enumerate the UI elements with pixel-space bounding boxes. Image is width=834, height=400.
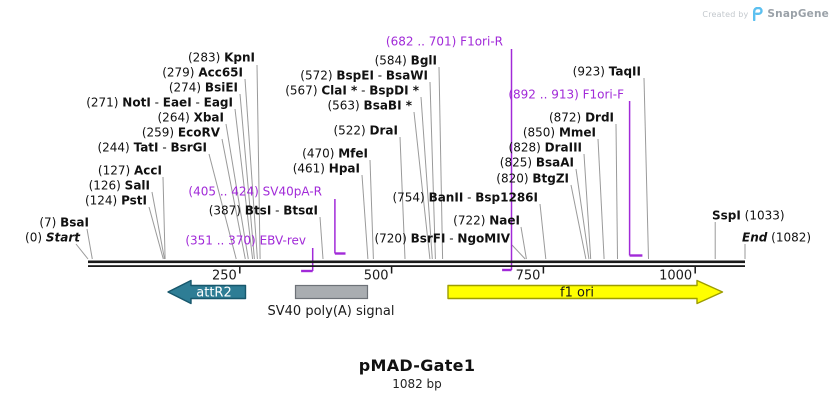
leader-line-bsabi	[413, 111, 431, 260]
site-label-sspi: SspI (1033)	[712, 209, 785, 223]
leader-line-acci	[162, 176, 166, 260]
leader-line-ecorv	[221, 138, 246, 260]
leader-line-btsi-btsai	[319, 216, 324, 260]
site-label-drdi: (872) DrdI	[549, 111, 614, 125]
ruler-number-250: 250	[212, 269, 237, 284]
site-label-banii-bsp1286i: (754) BanII - Bsp1286I	[392, 191, 538, 205]
leader-line-kpni	[256, 64, 261, 260]
leader-line-sali	[151, 191, 165, 260]
title-block: pMAD-Gate1 1082 bp	[0, 356, 834, 391]
site-label-mfei: (470) MfeI	[302, 147, 368, 161]
leader-line-taqii	[643, 77, 649, 260]
plasmid-name: pMAD-Gate1	[358, 356, 476, 375]
site-label-acci: (127) AccI	[98, 164, 162, 178]
site-label-drai: (522) DraI	[333, 124, 398, 138]
leader-line-mfei	[369, 159, 374, 260]
feature-label-sv40-polya-signal: SV40 poly(A) signal	[268, 304, 395, 319]
leader-line-hpai	[361, 174, 369, 260]
site-label-sv40pa-r-primer: (405 .. 424) SV40pA-R	[188, 185, 322, 199]
site-label-acc65i: (279) Acc65I	[162, 66, 243, 80]
site-label-naei: (722) NaeI	[453, 214, 520, 228]
leader-line-bgli	[438, 66, 444, 260]
leader-line-tati-bsrgi	[208, 153, 237, 260]
leader-line-btgzi	[570, 184, 587, 260]
leader-line-bsrfi-ngomiv	[511, 244, 526, 260]
leader-line-bsaai	[575, 168, 590, 260]
site-label-bsiei: (274) BsiEI	[169, 81, 238, 95]
ruler-number-1000: 1000	[659, 269, 692, 284]
feature-label-f1-ori: f1 ori	[560, 286, 594, 301]
site-label-mmei: (850) MmeI	[523, 126, 596, 140]
site-label-f1ori-r-primer: (682 .. 701) F1ori-R	[386, 35, 503, 49]
map-baseline-top	[88, 260, 745, 264]
leader-line-mmei	[597, 138, 605, 260]
site-label-taqii: (923) TaqII	[573, 65, 641, 79]
leader-line-bsiei	[239, 93, 255, 260]
site-label-bsrfi-ngomiv: (720) BsrFI - NgoMIV	[374, 232, 510, 246]
feature-shape-attr2	[167, 279, 247, 305]
site-label-draiii: (828) DraIII	[509, 141, 582, 155]
leader-line-drdi	[615, 123, 618, 260]
feature-shape-f1-ori	[447, 279, 724, 305]
site-label-psti: (124) PstI	[85, 194, 147, 208]
site-label-noti-eaei-eagi: (271) NotI - EaeI - EagI	[86, 96, 233, 110]
site-label-ebv-rev-primer: (351 .. 370) EBV-rev	[185, 234, 306, 248]
leader-line-bsai	[86, 228, 93, 260]
snapgene-brand: SnapGene	[767, 8, 829, 20]
snapgene-logo-icon	[753, 7, 764, 21]
site-label-hpai: (461) HpaI	[293, 162, 360, 176]
plasmid-length: 1082 bp	[392, 377, 442, 391]
leader-line-acc65i	[244, 78, 258, 260]
site-label-btgzi: (820) BtgZI	[496, 172, 569, 186]
site-label-bgli: (584) BglI	[375, 54, 437, 68]
leader-line-naei	[520, 226, 527, 260]
site-label-xbai: (264) XbaI	[158, 111, 225, 125]
site-label-bsai: (7) BsaI	[39, 216, 89, 230]
leader-line-bspei-bsawi	[429, 81, 436, 260]
ruler-number-500: 500	[364, 269, 389, 284]
leader-line-draiii	[583, 153, 592, 260]
snapgene-credit: Created by SnapGene	[702, 7, 829, 21]
site-label-clai-bspdi: (567) ClaI * - BspDI *	[285, 84, 419, 98]
feature-shape-sv40-polya-signal	[294, 284, 369, 300]
leader-line-drai	[399, 136, 406, 260]
site-label-tati-bsrgi: (244) TatI - BsrGI	[97, 141, 207, 155]
created-by-label: Created by	[702, 9, 749, 19]
site-label-btsi-btsai: (387) BtsI - BtsαI	[209, 204, 318, 218]
feature-label-attr2: attR2	[196, 286, 231, 301]
site-label-f1ori-f-primer: (892 .. 913) F1ori-F	[508, 88, 624, 102]
map-baseline-bottom	[88, 265, 745, 267]
site-label-bsaai: (825) BsaAI	[500, 156, 574, 170]
site-label-sali: (126) SalI	[89, 179, 150, 193]
site-label-end: End (1082)	[742, 231, 811, 245]
leader-line-xbai	[225, 123, 249, 260]
leader-line-psti	[148, 206, 164, 260]
site-label-ecorv: (259) EcoRV	[142, 126, 221, 140]
site-label-bspei-bsawi: (572) BspEI - BsaWI	[300, 69, 428, 83]
site-label-start: (0) Start	[25, 231, 81, 245]
leader-line-clai-bspdi	[420, 96, 433, 260]
leader-line-noti-eaei-eagi	[234, 108, 254, 260]
ruler-number-750: 750	[516, 269, 541, 284]
leader-line-start	[75, 243, 89, 260]
site-label-bsabi: (563) BsaBI *	[327, 99, 412, 113]
site-label-kpni: (283) KpnI	[188, 51, 255, 65]
leader-line-banii-bsp1286i	[539, 203, 547, 260]
